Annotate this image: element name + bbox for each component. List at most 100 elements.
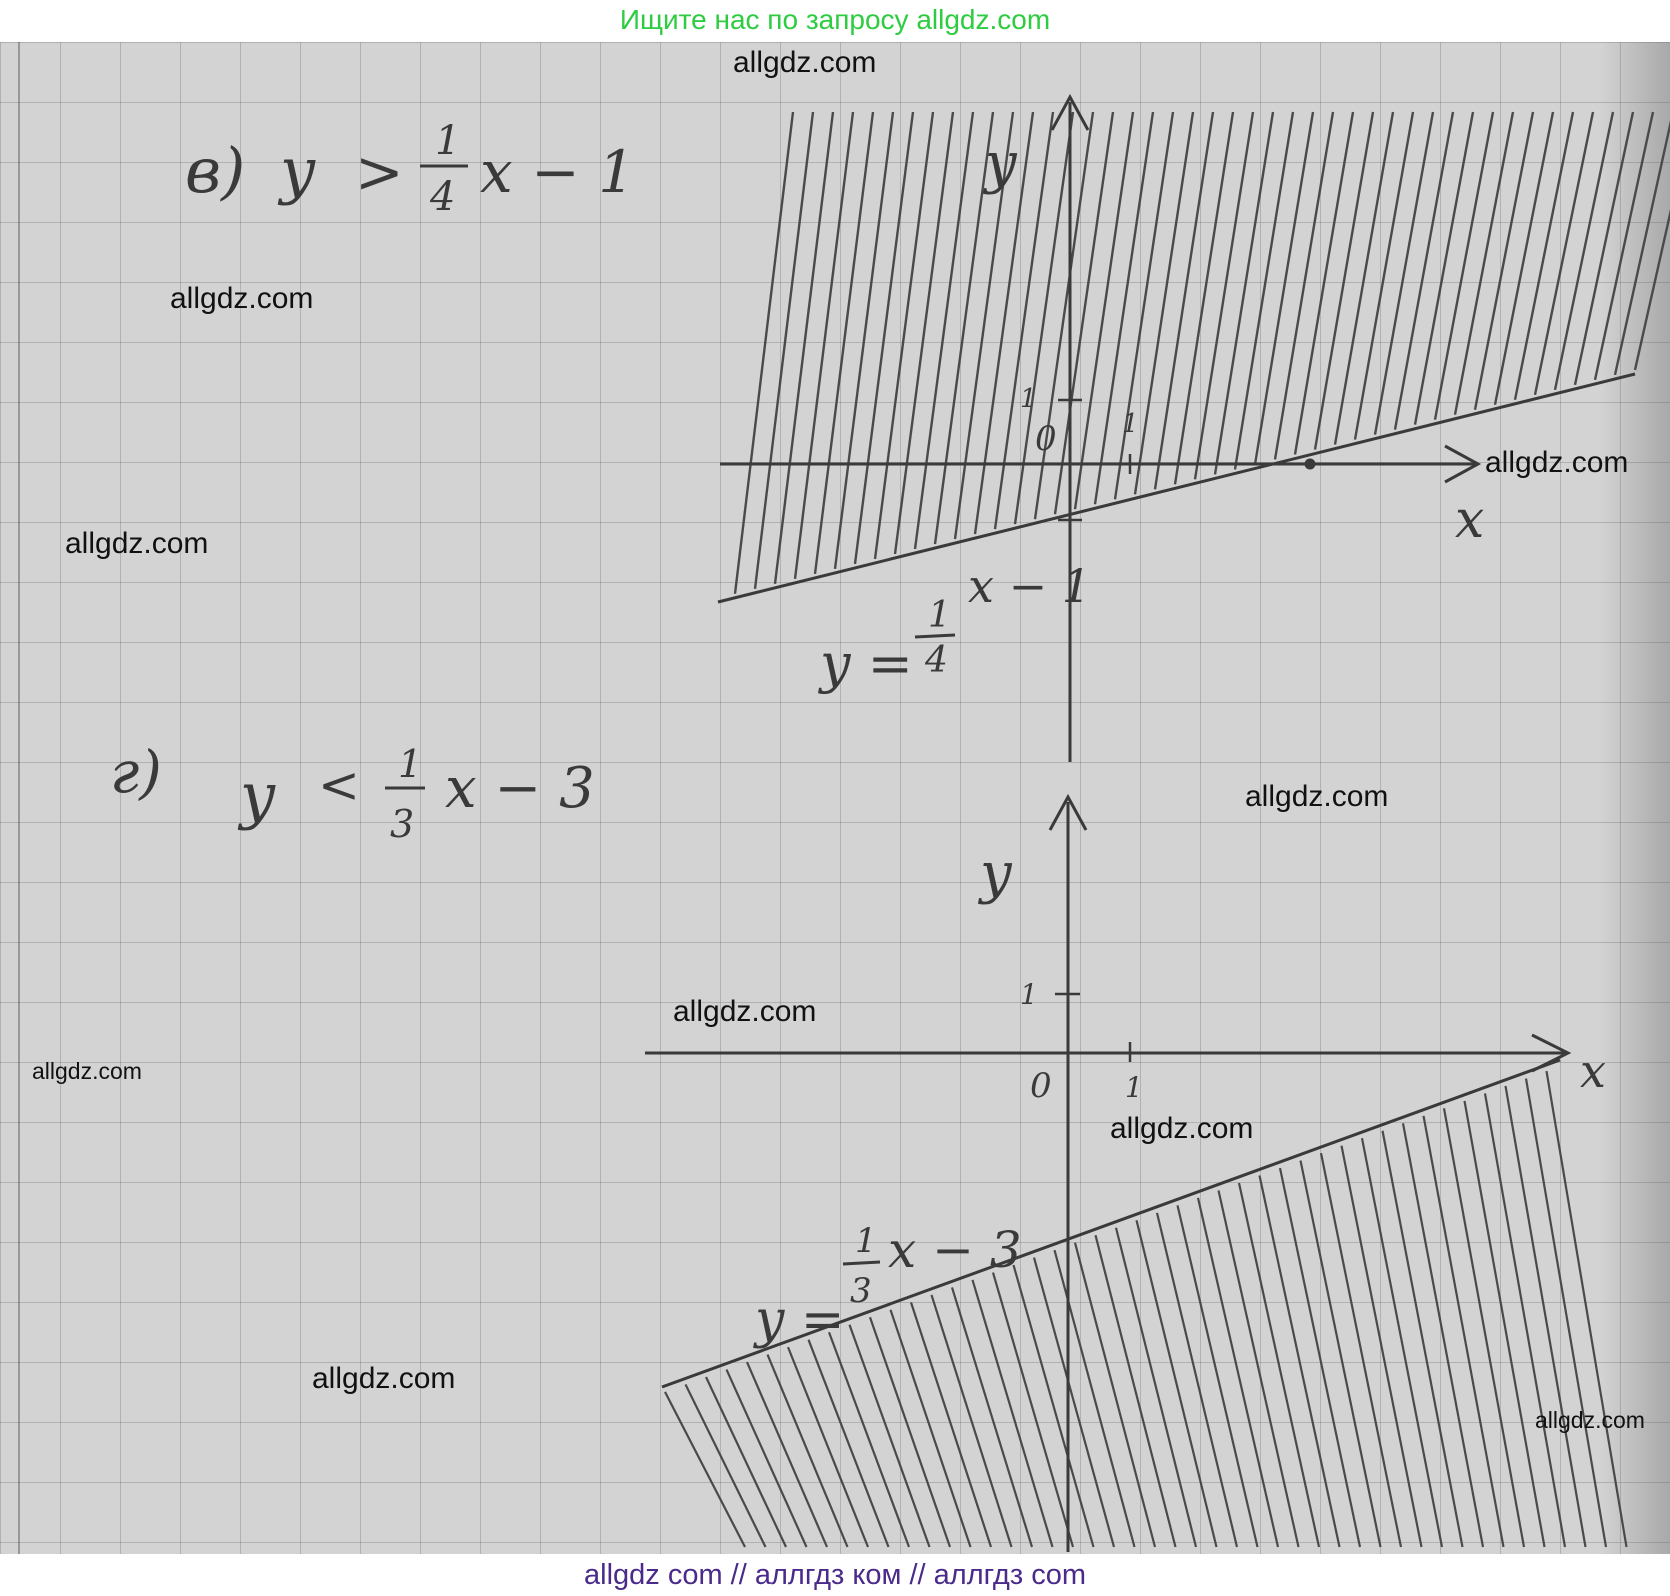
graph-g [645,793,1628,1552]
hatch-stroke [1483,1093,1567,1548]
bottom-banner[interactable]: allgdz com // аллгдз ком // аллгдз com [0,1554,1670,1596]
hatch-stroke [1093,111,1155,505]
task-v-den: 4 [429,174,455,220]
graph-v-boundary-equation: y = 1 4 x − 1 [818,559,1091,695]
task-g-num: 1 [398,742,422,786]
graph-v-x-arrow [1444,444,1482,484]
hatch-stroke [1373,111,1435,435]
hatch-stroke [1553,111,1615,391]
hatch-stroke [1593,111,1655,381]
hatch-stroke [1313,111,1375,450]
task-v-label: в) [185,134,245,207]
hatch-stroke [1473,111,1535,410]
graph-g-y-arrow [1048,793,1088,831]
hatch-stroke [1176,1205,1259,1548]
top-banner[interactable]: Ищите нас по запросу allgdz.com [0,0,1670,40]
hatch-stroke [1433,111,1495,420]
hatch-stroke [833,111,895,570]
hatch-stroke [993,111,1055,530]
margin-line [18,42,20,1554]
hatch-stroke [873,111,935,560]
hatch-stroke [1545,1070,1628,1548]
hatch-stroke [1513,111,1575,401]
graph-v-shading [733,111,1670,594]
hatch-stroke [913,111,975,550]
hatch-stroke [933,111,995,545]
hatch-stroke [889,1309,972,1548]
hatch-stroke [909,1302,993,1548]
hatch-stroke [1013,111,1075,525]
task-g-sign: < [318,756,360,814]
graph-g-boundary-line [661,1058,1561,1389]
task-g-den: 3 [390,802,414,846]
graph-v-eq-den: 4 [924,640,948,681]
hatch-stroke [1213,111,1275,475]
hatch-stroke [1113,111,1175,500]
hatch-stroke [1196,1197,1280,1548]
hatch-stroke [1217,1190,1300,1548]
hatch-stroke [1333,111,1395,445]
hatch-stroke [1453,111,1515,415]
hatch-stroke [1413,111,1475,425]
hatch-stroke [1340,1145,1423,1548]
graph-v-intercept-point [1304,458,1316,470]
graph-v-eq-num: 1 [928,595,951,636]
hatch-stroke [1533,111,1595,396]
hatch-stroke [1073,1242,1157,1548]
hatch-stroke [1353,111,1415,440]
hatch-stroke [1135,1220,1218,1548]
hatch-stroke [1233,111,1295,470]
hatch-stroke [733,111,795,594]
hatch-stroke [1258,1175,1341,1548]
hatch-stroke [853,111,915,565]
hatch-stroke [807,1339,890,1548]
graph-g-origin: 0 [1030,1066,1052,1106]
graph-v-y-label: y [982,131,1018,196]
hatch-stroke [991,1272,1075,1548]
hatch-stroke [1422,1115,1505,1548]
watermark: allgdz.com [32,1058,142,1084]
hatch-stroke [1401,1123,1485,1548]
watermark: allgdz.com [65,527,209,560]
hatch-stroke [813,111,875,575]
graph-v [717,93,1670,762]
hatch-stroke [1073,111,1135,510]
watermark: allgdz.com [1535,1407,1645,1433]
hatch-stroke [827,1331,911,1548]
graph-g-shading [664,1070,1628,1548]
page-shadow [1600,42,1670,1554]
task-g-inequality: г) y < 1 3 x − 3 [110,738,595,846]
hatch-stroke [1053,111,1115,515]
hatch-stroke [1524,1078,1608,1548]
graph-v-x-label: x [1455,490,1484,550]
hatch-stroke [1463,1100,1546,1548]
graph-v-tick-x-label: 1 [1122,409,1139,439]
hatch-stroke [1613,120,1670,376]
hatch-stroke [930,1294,1013,1548]
task-v-sign: > [355,138,404,206]
task-g-lhs: y [237,759,276,832]
hatch-stroke [1504,1085,1587,1548]
hatch-stroke [1273,111,1335,460]
hatch-stroke [950,1287,1034,1548]
task-g-label: г) [110,738,162,806]
hatch-stroke [753,111,815,589]
graph-g-tick-y-label: 1 [1020,978,1038,1011]
hatch-stroke [1293,111,1355,455]
watermark: allgdz.com [673,995,817,1028]
notebook-page: в) y > 1 4 x − 1 y x 0 1 1 y = 1 [0,42,1670,1554]
task-v-lhs: y [277,134,316,207]
watermark: allgdz.com [1245,780,1389,813]
hatch-stroke [1493,111,1555,405]
hatch-stroke [1237,1182,1321,1548]
hatch-stroke [953,111,1015,540]
graph-v-tick-y-label: 1 [1020,384,1037,414]
hatch-stroke [773,111,835,584]
hatch-stroke [725,1369,808,1548]
graph-g-boundary-equation: y = 1 3 x − 3 [753,1221,1022,1350]
hatch-stroke [1033,111,1095,520]
graph-g-eq-lhs: y = [753,1290,844,1350]
watermark: allgdz.com [733,46,877,79]
hatch-stroke [1032,1257,1116,1548]
watermark: allgdz.com [170,282,314,315]
